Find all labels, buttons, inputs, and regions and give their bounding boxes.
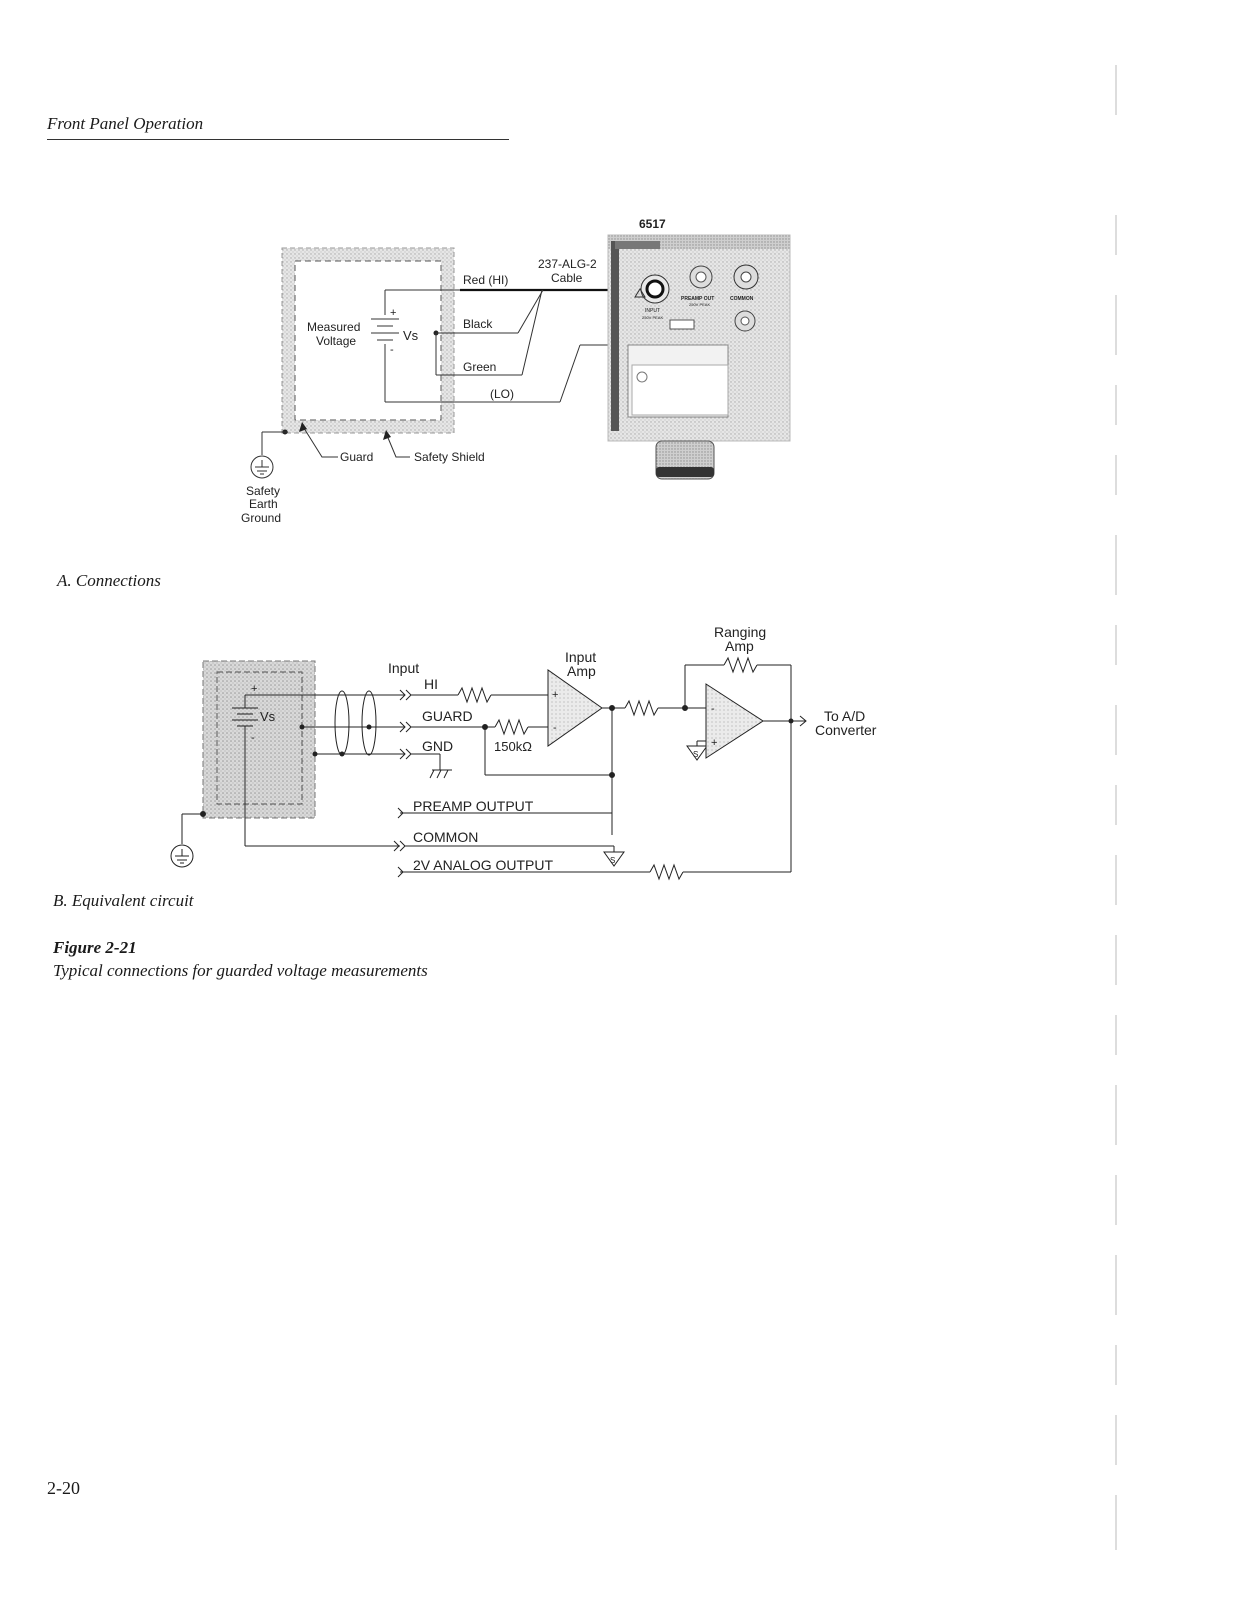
ground-label-2: Earth — [249, 497, 278, 511]
preamp-jack-label: PREAMP OUT — [681, 296, 714, 302]
input-connector — [399, 689, 412, 760]
red-wire-label: Red (HI) — [463, 273, 508, 287]
input-rating-label: 250V PEAK — [642, 315, 663, 320]
cable-wires: Red (HI) Black Green (LO) 237-ALG-2 Cabl… — [460, 257, 731, 403]
connections-diagram: + - Vs Measured Voltage Red (HI) Black G… — [241, 217, 791, 525]
s-symbol-lower: S — [610, 856, 615, 865]
plus-sign: + — [251, 683, 257, 695]
analog-output-label: 2V ANALOG OUTPUT — [413, 857, 553, 873]
equivalent-circuit-diagram: + - Vs Input HI GUARD GND — [170, 624, 877, 881]
input-amp-label-1: Input — [565, 649, 596, 665]
to-ad-label-2: Converter — [815, 722, 877, 738]
black-wire-label: Black — [463, 317, 493, 331]
lo-wire-label: (LO) — [490, 387, 514, 401]
page-number: 2-20 — [47, 1478, 80, 1498]
shield-pointers: Guard Safety Shield — [299, 422, 485, 464]
output-lines — [170, 775, 791, 881]
ground-label-1: Safety — [246, 484, 280, 498]
to-ad-label-1: To A/D — [824, 708, 865, 724]
minus-sign: - — [390, 344, 394, 356]
guard-label: Guard — [340, 450, 373, 464]
gnd-label: GND — [422, 738, 453, 754]
source-label-2: Voltage — [316, 334, 356, 348]
shielded-source: + - Vs — [202, 660, 405, 846]
safety-shield-box — [281, 247, 455, 434]
caption-a: A. Connections — [57, 571, 161, 590]
ranging-amp: - + Ranging Amp To A/D Converter — [705, 624, 877, 759]
guard-label: GUARD — [422, 708, 473, 724]
amp-plus: + — [552, 689, 558, 701]
instrument-6517: 6517 INPUT 250V PEAK PREAMP OUT 250V PEA… — [607, 217, 791, 480]
header-rule — [47, 139, 509, 140]
common-jack-label: COMMON — [730, 296, 754, 302]
caption-b: B. Equivalent circuit — [53, 891, 194, 910]
amp-interconnect — [602, 656, 792, 872]
model-label: 6517 — [639, 217, 666, 231]
ranging-amp-label-1: Ranging — [714, 624, 766, 640]
plus-sign: + — [390, 307, 396, 319]
ground-label-3: Ground — [241, 511, 281, 525]
voltage-source: + - Vs Measured Voltage — [307, 289, 560, 403]
safety-shield-label: Safety Shield — [414, 450, 485, 464]
input-amp-label-2: Amp — [567, 663, 596, 679]
minus-sign: - — [251, 732, 255, 744]
resistor-value-label: 150kΩ — [494, 739, 532, 754]
cable-label-2: Cable — [551, 271, 583, 285]
figure-number: Figure 2-21 — [53, 938, 137, 957]
binding-margin-marks — [1115, 65, 1117, 1550]
green-wire-label: Green — [463, 360, 496, 374]
ramp-minus: - — [711, 703, 715, 715]
hi-label: HI — [424, 676, 438, 692]
amp-minus: - — [553, 722, 557, 734]
input-amp: + - Input Amp — [547, 649, 603, 747]
preamp-rating-label: 250V PEAK — [689, 302, 710, 307]
ramp-plus: + — [711, 737, 717, 749]
figure-title: Typical connections for guarded voltage … — [53, 961, 428, 980]
ranging-amp-label-2: Amp — [725, 638, 754, 654]
cable-label-1: 237-ALG-2 — [538, 257, 597, 271]
input-label: Input — [388, 660, 419, 676]
input-jack-label: INPUT — [645, 308, 660, 314]
safety-earth-ground: Safety Earth Ground — [241, 429, 288, 525]
vs-label: Vs — [260, 709, 276, 724]
hi-path — [411, 686, 612, 779]
preamp-output-label: PREAMP OUTPUT — [413, 798, 534, 814]
source-label-1: Measured — [307, 320, 360, 334]
vs-label: Vs — [403, 328, 419, 343]
page-header: Front Panel Operation — [47, 114, 204, 133]
common-label: COMMON — [413, 829, 478, 845]
triax-cable — [334, 690, 377, 757]
s-symbol-upper: S — [693, 750, 698, 759]
